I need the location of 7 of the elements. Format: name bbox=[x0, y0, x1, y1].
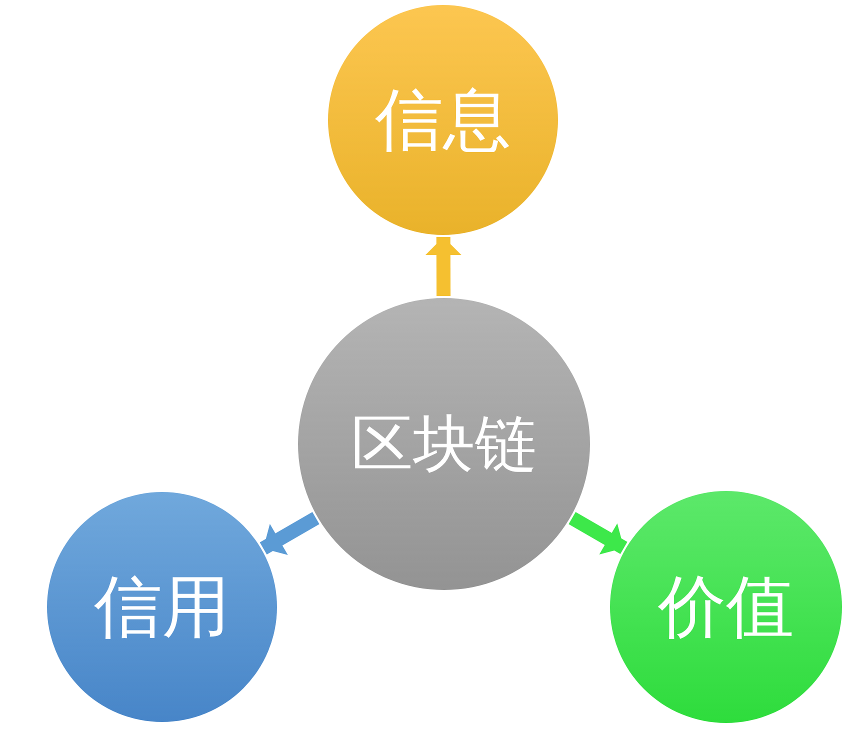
block-arrow bbox=[425, 236, 462, 296]
node-label: 信息 bbox=[375, 80, 511, 162]
node-label: 区块链 bbox=[351, 406, 537, 482]
block-arrow bbox=[568, 512, 628, 555]
block-arrow bbox=[260, 512, 320, 556]
node-label: 价值 bbox=[658, 566, 794, 648]
node-label: 信用 bbox=[94, 566, 230, 648]
